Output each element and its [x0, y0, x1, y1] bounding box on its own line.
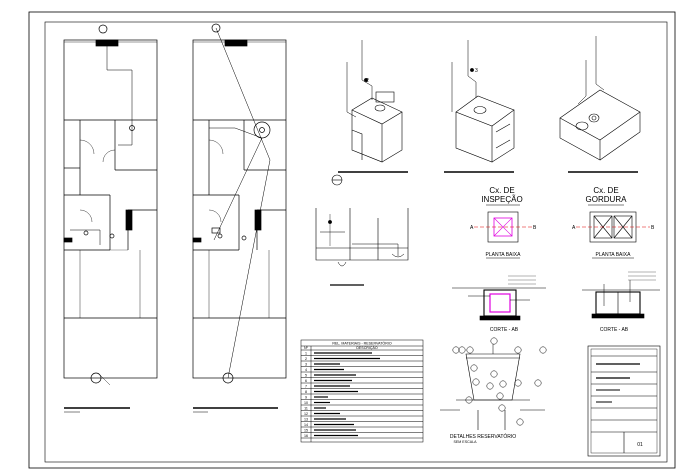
- materials-row-no: 1: [305, 352, 307, 356]
- elevation-detail: [315, 208, 409, 267]
- materials-row-no: 5: [305, 374, 307, 378]
- inspection-plan-label: PLANTA BAIXA: [486, 252, 522, 258]
- grease-box-plan: [576, 211, 650, 243]
- floor-plan-2-caption: [193, 407, 278, 413]
- materials-row-no: 6: [305, 379, 307, 383]
- isometric-2-mark: 3: [475, 68, 478, 74]
- materials-row-descriptions: [314, 352, 380, 437]
- materials-row-no: 11: [304, 407, 308, 411]
- floor-plan-1: [63, 24, 158, 386]
- sheet-border: [28, 11, 676, 469]
- inspection-section-label: CORTE - AB: [490, 327, 519, 333]
- grease-box-title-line2: GORDURA: [586, 195, 628, 204]
- grease-box-title-line1: Cx. DE: [593, 186, 618, 195]
- grease-section-mark-a: A: [572, 225, 576, 231]
- floor-plan-1-caption: [64, 407, 130, 413]
- materials-row-no: 16: [304, 434, 308, 438]
- isometric-sink-2: [451, 40, 515, 163]
- reservoir-detail-title: DETALHES RESERVATÓRIO: [450, 433, 516, 440]
- floor-plan-2: [192, 23, 287, 384]
- isometric-sink-1: [346, 40, 403, 163]
- materials-table: [300, 339, 424, 443]
- reservoir-detail: [440, 344, 545, 430]
- materials-row-no: 4: [305, 368, 307, 372]
- inspection-section-mark-a: A: [470, 225, 474, 231]
- materials-row-no: 7: [305, 385, 307, 389]
- reference-symbol: [331, 174, 343, 186]
- inspection-section-mark-b: B: [533, 225, 537, 231]
- isometric-bathroom: [559, 36, 641, 161]
- materials-col-desc: DESCRIÇÃO: [356, 345, 378, 350]
- inspection-box-plan: [474, 211, 532, 243]
- grease-plan-label: PLANTA BAIXA: [596, 252, 632, 258]
- materials-row-no: 10: [304, 401, 308, 405]
- materials-table-header: REL. MATERIAIS - RESERVATÓRIO: [332, 341, 391, 346]
- isometric-1-mark: 2: [366, 78, 369, 84]
- materials-row-no: 9: [305, 396, 307, 400]
- materials-row-no: 8: [305, 390, 307, 394]
- materials-row-no: 15: [304, 429, 308, 433]
- materials-row-no: 2: [305, 357, 307, 361]
- materials-col-no: Nº: [304, 346, 309, 350]
- materials-row-no: 12: [304, 412, 308, 416]
- grease-section-label: CORTE - AB: [600, 327, 629, 333]
- inspection-box-section: [452, 275, 546, 321]
- title-block: [587, 345, 661, 457]
- materials-row-no: 14: [304, 423, 308, 427]
- sheet-number: 01: [637, 442, 643, 448]
- inspection-box-title-line2: INSPEÇÃO: [481, 195, 522, 204]
- reservoir-detail-subtitle: SEM ESCALA: [454, 440, 478, 444]
- grease-box-section: [582, 271, 660, 319]
- inspection-box-title-line1: Cx. DE: [489, 186, 514, 195]
- materials-row-numbers: 1 2 3 4 5 6 7 8 9 10 11 12 13 14 15 16: [304, 352, 308, 439]
- grease-section-mark-b: B: [651, 225, 655, 231]
- materials-row-no: 3: [305, 363, 307, 367]
- reservoir-callout-bubbles: [452, 337, 547, 426]
- materials-row-no: 13: [304, 418, 308, 422]
